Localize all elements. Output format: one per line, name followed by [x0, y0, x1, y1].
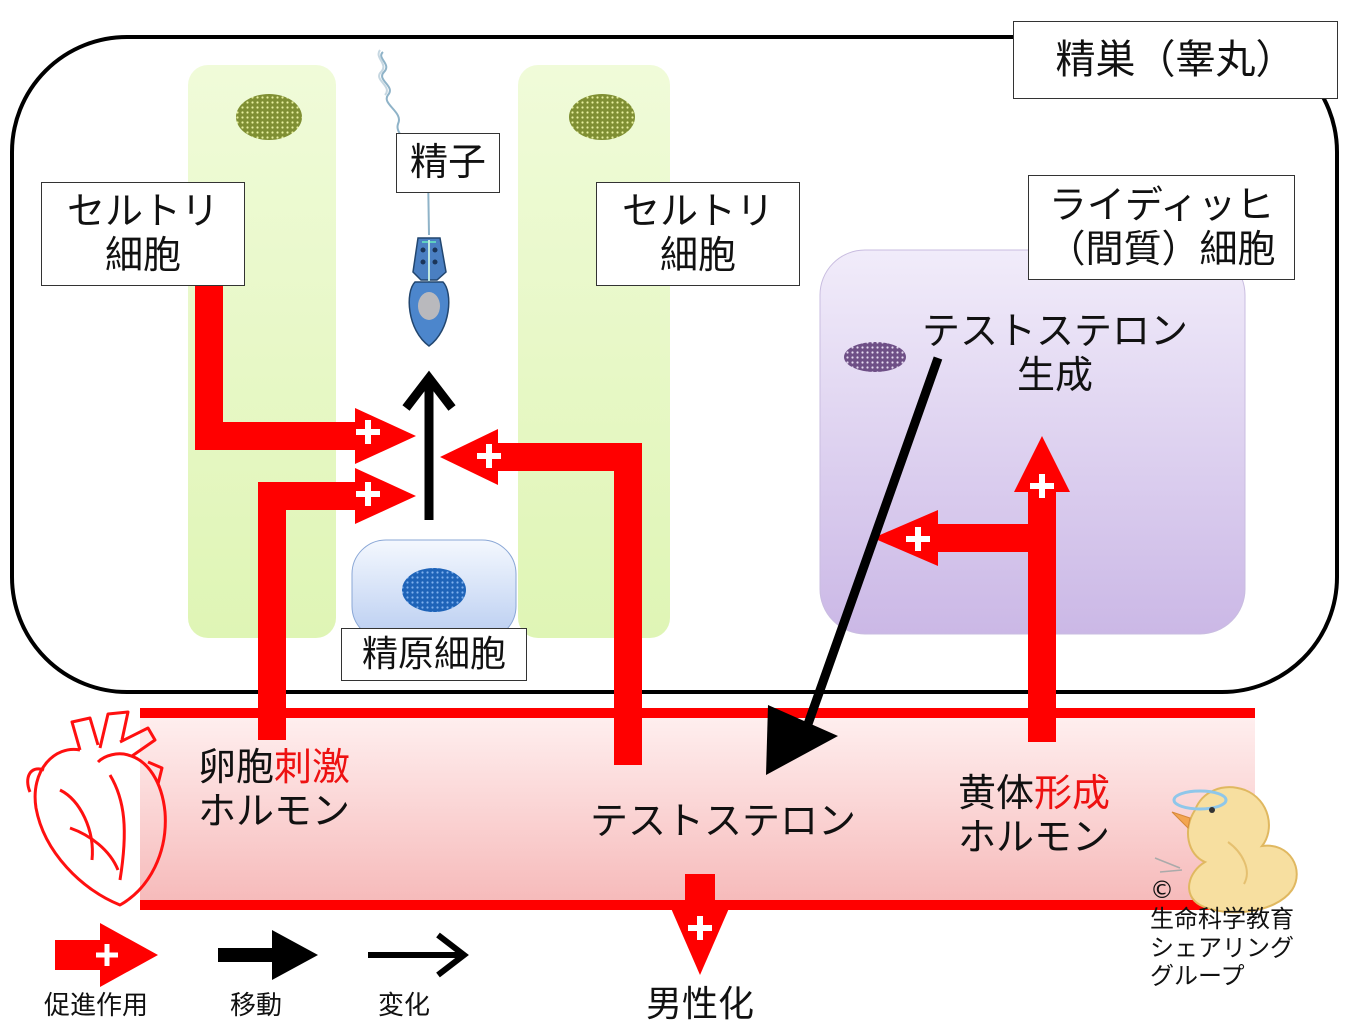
sperm-label: 精子 [396, 133, 500, 193]
lh-label: 黄体形成 ホルモン [958, 771, 1148, 859]
copyright-line3: グループ [1150, 962, 1245, 991]
testosterone-label: テストステロン [590, 799, 880, 844]
heart-icon [26, 710, 167, 907]
sertoli-left-label: セルトリ 細胞 [41, 182, 245, 286]
sperm-icon [377, 49, 450, 347]
legend-move-label: 移動 [230, 991, 310, 1022]
copyright-notice: © 生命科学教育 シェアリング グループ [1150, 876, 1350, 991]
fsh-label: 卵胞刺激 ホルモン [198, 745, 388, 833]
leydig-nucleus [844, 342, 906, 372]
copyright-symbol: © [1150, 876, 1174, 904]
sertoli-left-nucleus [236, 94, 302, 140]
legend-change-text: 変化 [378, 991, 431, 1021]
legend-move-icon [218, 930, 318, 980]
sertoli-right-line1: セルトリ [621, 189, 774, 234]
vessel-top-wall [140, 708, 1255, 718]
sertoli-right-line2: 細胞 [659, 233, 736, 277]
lh-highlight: 形成 [1034, 771, 1111, 815]
fsh-line2: ホルモン [198, 788, 351, 833]
copyright-line1: 生命科学教育 [1150, 904, 1294, 933]
testosterone-production-label: テストステロン 生成 [905, 309, 1205, 397]
legend-change-icon [368, 932, 469, 978]
legend-promote-text: 促進作用 [44, 991, 149, 1021]
testosterone-production-line1: テストステロン [921, 309, 1188, 353]
sperm-label-text: 精子 [409, 140, 486, 185]
fsh-highlight: 刺激 [274, 745, 351, 789]
fsh-line1: 卵胞刺激 [198, 745, 388, 790]
leydig-line2: （間質）細胞 [1047, 226, 1276, 271]
testosterone-production-line2: 生成 [1016, 352, 1093, 397]
sertoli-cell-right [518, 65, 670, 638]
testis-label-text: 精巣（睾丸） [1055, 37, 1296, 83]
masculinization-label: 男性化 [646, 984, 776, 1025]
masculinization-label-text: 男性化 [646, 984, 755, 1025]
sertoli-right-label: セルトリ 細胞 [596, 182, 800, 286]
testosterone-label-text: テストステロン [590, 799, 857, 843]
movement-arrow-icon [766, 356, 943, 775]
fsh-prefix: 卵胞 [198, 745, 275, 789]
legend-promote-label: 促進作用 [44, 991, 174, 1022]
legend-move-text: 移動 [230, 991, 283, 1021]
sertoli-right-nucleus [569, 94, 635, 140]
chick-icon [1154, 786, 1298, 914]
lh-line1: 黄体形成 [958, 771, 1148, 816]
spermatogonium-label-text: 精原細胞 [361, 633, 506, 675]
sertoli-left-line2: 細胞 [104, 233, 181, 277]
plus-icons [356, 420, 1054, 940]
sertoli-left-line1: セルトリ [66, 189, 219, 234]
legend-change-label: 変化 [378, 991, 458, 1022]
leydig-label: ライディッヒ （間質）細胞 [1028, 175, 1295, 280]
copyright-line2: シェアリング [1150, 933, 1294, 962]
change-arrow-icon [402, 370, 456, 520]
leydig-line1: ライディッヒ [1048, 182, 1275, 227]
testis-label: 精巣（睾丸） [1013, 21, 1338, 99]
spermatogonium-nucleus [402, 568, 466, 612]
lh-prefix: 黄体 [958, 771, 1035, 815]
legend-promote-icon [55, 923, 158, 987]
spermatogonium-label: 精原細胞 [341, 628, 527, 681]
lh-line2: ホルモン [958, 814, 1111, 859]
